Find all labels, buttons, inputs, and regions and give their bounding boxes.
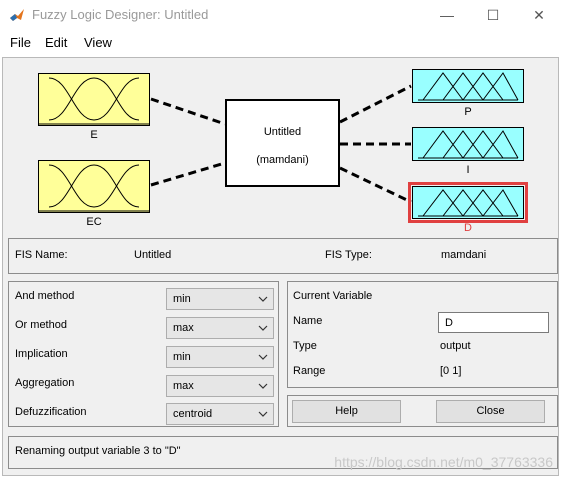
variable-range-label: Range [293,365,326,377]
membership-curves-icon [39,164,149,212]
output-variable-d[interactable] [408,182,528,223]
current-variable-title: Current Variable [293,290,373,302]
implication-label: Implication [15,348,68,360]
variable-name-input[interactable]: D [438,312,549,333]
close-icon: ✕ [533,6,545,23]
variable-type-value: output [440,340,471,352]
methods-panel: And method min Or method max Implication… [8,281,279,427]
variable-name-label: Name [293,315,323,327]
and-method-value: min [173,293,191,305]
window-title: Fuzzy Logic Designer: Untitled [32,7,209,22]
help-button[interactable]: Help [292,400,401,423]
triangle-mf-icon [418,72,519,101]
input-variable-e[interactable] [38,73,150,126]
and-method-select[interactable]: min [166,288,274,310]
output-label-d: D [464,222,472,234]
connector-lines [150,84,412,204]
current-variable-panel: Current Variable Name D Type output Rang… [287,281,558,388]
fis-system-type: (mamdani) [256,154,309,166]
fis-system-box[interactable]: Untitled (mamdani) [225,99,340,187]
membership-curves-icon [39,77,149,125]
implication-value: min [173,351,191,363]
menu-edit[interactable]: Edit [45,35,68,50]
chevron-down-icon [255,406,271,422]
fis-info-panel: FIS Name: Untitled FIS Type: mamdani [8,238,558,274]
buttons-panel: Help Close [287,395,558,427]
watermark-text: https://blog.csdn.net/m0_37763336 [334,454,553,470]
fis-type-label: FIS Type: [325,249,372,261]
triangle-mf-icon [418,130,519,159]
close-button[interactable]: Close [436,400,545,423]
close-window-button[interactable]: ✕ [516,0,561,30]
aggregation-label: Aggregation [15,377,75,389]
or-method-label: Or method [15,319,67,331]
fis-name-value: Untitled [134,249,172,261]
output-variable-i[interactable] [412,127,524,161]
implication-select[interactable]: min [166,346,274,368]
output-variable-p[interactable] [412,69,524,103]
output-label-p: P [464,106,472,118]
defuzzification-value: centroid [173,408,213,420]
and-method-label: And method [15,290,75,302]
main-area: E EC Untitled (mamdani) [2,57,559,476]
maximize-button[interactable]: ☐ [470,0,516,30]
chevron-down-icon [255,291,271,307]
input-label-ec: EC [86,216,102,228]
chevron-down-icon [255,320,271,336]
input-label-e: E [90,129,98,141]
aggregation-select[interactable]: max [166,375,274,397]
chevron-down-icon [255,349,271,365]
fis-diagram: E EC Untitled (mamdani) [3,58,560,234]
variable-type-label: Type [293,340,317,352]
variable-name-value: D [445,317,453,329]
variable-range-value: [0 1] [440,365,462,377]
or-method-value: max [173,322,194,334]
status-bar: Renaming output variable 3 to "D" [8,436,558,469]
minimize-icon: — [440,7,454,23]
fis-system-name: Untitled [263,126,302,138]
title-bar: Fuzzy Logic Designer: Untitled — ☐ ✕ [0,0,561,30]
defuzzification-label: Defuzzification [15,406,87,418]
chevron-down-icon [255,378,271,394]
triangle-mf-icon [418,189,519,217]
aggregation-value: max [173,380,194,392]
status-text: Renaming output variable 3 to "D" [15,445,181,457]
menu-view[interactable]: View [84,35,112,50]
menu-file[interactable]: File [10,35,31,50]
menu-bar: File Edit View [0,30,561,54]
fis-type-value: mamdani [441,249,487,261]
fis-name-label: FIS Name: [15,249,68,261]
or-method-select[interactable]: max [166,317,274,339]
matlab-icon [10,9,24,21]
maximize-icon: ☐ [486,6,500,23]
output-label-i: I [466,164,470,176]
minimize-button[interactable]: — [424,0,470,30]
defuzzification-select[interactable]: centroid [166,403,274,425]
input-variable-ec[interactable] [38,160,150,213]
